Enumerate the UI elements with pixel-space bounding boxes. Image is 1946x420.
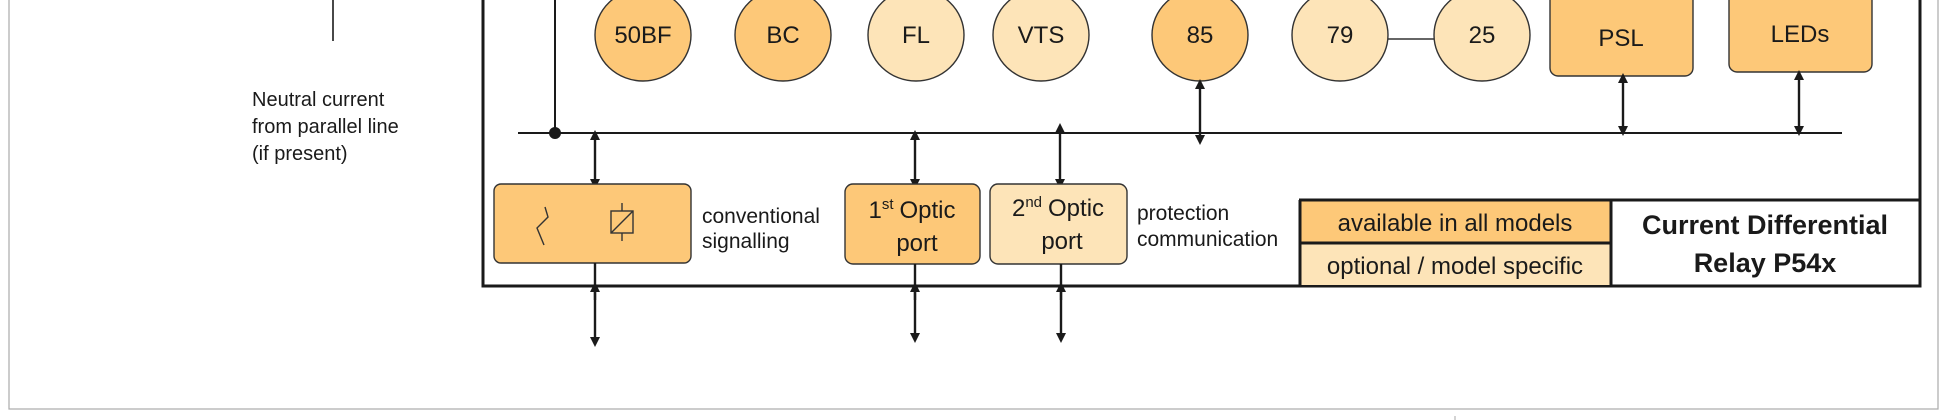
conventional-label-line-2: signalling <box>702 230 790 253</box>
function-vts-shape <box>992 0 1090 82</box>
function-85: 85 <box>1151 0 1249 82</box>
optic-port-2-port: port <box>1041 228 1083 255</box>
function-79-label: 79 <box>1327 22 1354 49</box>
function-50bf-shape <box>594 0 692 82</box>
relay-coil-icon <box>610 203 634 241</box>
function-bc-label: BC <box>766 22 799 49</box>
function-79: 79 <box>1291 0 1389 82</box>
function-vts: VTS <box>992 0 1090 82</box>
optic-port-2-block: 2nd Optic port <box>989 183 1128 265</box>
conventional-label-line-1: conventional <box>702 205 820 228</box>
neutral-note-line-1: Neutral current <box>252 89 385 111</box>
legend-optional-swatch <box>1300 243 1611 285</box>
legend-optional-label: optional / model specific <box>1327 253 1583 280</box>
function-fl-shape <box>867 0 965 82</box>
function-fl: FL <box>867 0 965 82</box>
optic-port-1-title: 1st Optic <box>868 196 955 224</box>
optic-port-1-suffix: st <box>882 196 895 213</box>
protection-label-line-1: protection <box>1137 202 1229 225</box>
function-leds-label: LEDs <box>1771 21 1830 48</box>
function-25-label: 25 <box>1469 22 1496 49</box>
optic-port-2-ordinal: 2 <box>1012 195 1025 222</box>
function-25: 25 <box>1433 0 1531 82</box>
neutral-note-line-2: from parallel line <box>252 116 399 138</box>
optic-port-2-title: 2nd Optic <box>1012 194 1104 222</box>
legend-available-label: available in all models <box>1338 210 1573 237</box>
function-85-label: 85 <box>1187 22 1214 49</box>
optic-port-2-suffix: nd <box>1025 194 1042 211</box>
relay-title-line-1: Current Differential <box>1642 210 1888 240</box>
optic-port-1-word: Optic <box>900 197 956 224</box>
protection-label-line-2: communication <box>1137 228 1278 251</box>
function-bc-shape <box>734 0 832 82</box>
function-50bf: 50BF <box>594 0 692 82</box>
function-leds: LEDs <box>1728 0 1873 73</box>
function-79-shape <box>1291 0 1389 82</box>
contact-symbol-icon <box>536 206 549 246</box>
optic-port-1-block: 1st Optic port <box>844 183 981 265</box>
function-psl: PSL <box>1549 0 1694 77</box>
function-25-shape <box>1433 0 1531 82</box>
optic-port-2-shape <box>989 183 1128 265</box>
optic-port-1-shape <box>844 183 981 265</box>
conventional-signalling-block <box>493 183 692 264</box>
function-psl-label: PSL <box>1598 25 1643 52</box>
page-frame <box>8 0 1939 410</box>
function-50bf-label: 50BF <box>614 22 671 49</box>
relay-box <box>481 0 1922 288</box>
conventional-signalling-shape <box>493 183 692 264</box>
optic-port-2-word: Optic <box>1048 195 1104 222</box>
optic-port-1-port: port <box>896 230 938 257</box>
relay-title-line-2: Relay P54x <box>1694 248 1837 278</box>
optic-port-1-ordinal: 1 <box>868 197 881 224</box>
function-vts-label: VTS <box>1018 22 1065 49</box>
neutral-note-line-3: (if present) <box>252 143 348 165</box>
legend: available in all models optional / model… <box>1298 198 1920 286</box>
function-fl-label: FL <box>902 22 930 49</box>
legend-available-swatch <box>1300 201 1611 243</box>
function-bc: BC <box>734 0 832 82</box>
